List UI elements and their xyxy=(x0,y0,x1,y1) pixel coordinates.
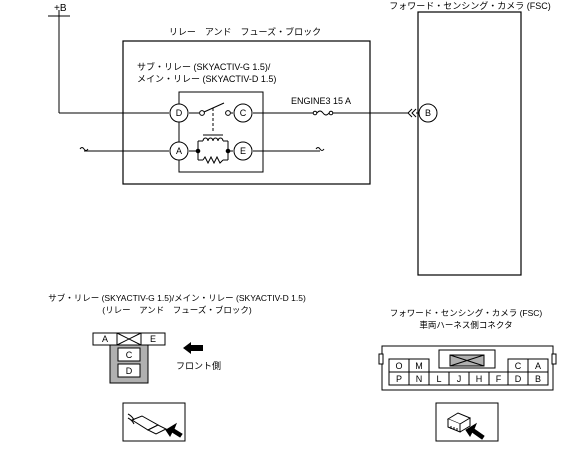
relay-connector-title-line2: (リレー アンド フューズ・ブロック) xyxy=(102,305,252,315)
relay-connector-view: サブ・リレー (SKYACTIV-G 1.5)/メイン・リレー (SKYACTI… xyxy=(48,293,306,442)
connector-mark xyxy=(407,108,417,118)
camera-connector-title-line2: 車両ハーネス側コネクタ xyxy=(419,320,512,330)
camera-cavity-b-label: B xyxy=(535,374,541,384)
pin-c-circle xyxy=(233,103,253,123)
pin-b-label: B xyxy=(425,108,431,118)
front-side-label: フロント側 xyxy=(176,360,221,371)
camera-connector-tab-left xyxy=(378,353,384,365)
relay-cavity-a-label: A xyxy=(102,334,108,344)
fuse-label: ENGINE3 15 A xyxy=(291,96,351,106)
camera-cavity-b xyxy=(527,371,549,386)
relay-inner-box xyxy=(178,91,264,173)
schematic xyxy=(48,10,522,276)
camera-title: フォワード・センシング・カメラ (FSC) xyxy=(389,0,551,11)
pin-a-label: A xyxy=(176,146,182,156)
camera-cavity-c-label: C xyxy=(515,361,522,371)
camera-cavity-d-label: D xyxy=(515,374,522,384)
camera-box-outline xyxy=(417,11,522,276)
relay-cavity-e xyxy=(140,332,166,346)
camera-connector-housing xyxy=(381,345,554,391)
fuse-element xyxy=(316,110,330,116)
block-title: リレー アンド フューズ・ブロック xyxy=(169,26,321,37)
camera-connector-view: フォワード・センシング・カメラ (FSC) 車両ハーネス側コネクタ xyxy=(378,308,557,442)
switch-blade xyxy=(203,102,225,113)
coil-junction-left xyxy=(195,148,201,154)
camera-connector-lock-cross-2 xyxy=(449,354,485,367)
camera-cavity-f-label: F xyxy=(496,374,502,384)
relay-view-direction-icon xyxy=(122,402,186,442)
pin-d-label: D xyxy=(176,108,183,118)
pin-c-label: C xyxy=(240,108,247,118)
front-arrow-icon xyxy=(183,342,203,354)
pin-e-circle xyxy=(233,141,253,161)
relay-connector-title-line1: サブ・リレー (SKYACTIV-G 1.5)/メイン・リレー (SKYACTI… xyxy=(48,293,306,303)
camera-view-direction-icon xyxy=(435,402,499,442)
relay-cavity-c xyxy=(117,347,141,362)
resistor-zigzag xyxy=(202,155,224,165)
coil-windings xyxy=(202,137,224,142)
coil-junction-right xyxy=(225,148,231,154)
wire-squiggle-left xyxy=(79,147,89,151)
fuse-terminal-left xyxy=(312,110,318,116)
relay-cavity-d-label: D xyxy=(126,366,133,376)
switch-contact-left xyxy=(199,110,205,116)
fuse-terminal-right xyxy=(328,110,334,116)
camera-cavity-j-label: J xyxy=(457,374,462,384)
supply-label: +B xyxy=(54,3,67,14)
camera-connector-lock-frame xyxy=(438,349,496,369)
camera-cavity-o-label: O xyxy=(395,361,402,371)
camera-cavity-n-label: N xyxy=(416,374,423,384)
relay-cavity-c-label: C xyxy=(126,350,133,360)
relay-cavity-blank-cross-2 xyxy=(116,332,142,346)
relay-label-line1: サブ・リレー (SKYACTIV-G 1.5)/ xyxy=(137,61,271,72)
camera-connector-title-line1: フォワード・センシング・カメラ (FSC) xyxy=(390,308,543,318)
relay-cavity-e-label: E xyxy=(150,334,156,344)
camera-connector-tab-right xyxy=(551,353,557,365)
pin-e-label: E xyxy=(240,146,246,156)
camera-cavity-l-label: L xyxy=(436,374,441,384)
pin-d-circle xyxy=(169,103,189,123)
schematic-labels: +B リレー アンド フューズ・ブロック フォワード・センシング・カメラ (FS… xyxy=(54,0,551,156)
relay-cavity-d xyxy=(117,363,141,378)
pin-a-circle xyxy=(169,141,189,161)
camera-cavity-p-label: P xyxy=(396,374,402,384)
camera-cavity-a-label: A xyxy=(535,361,541,371)
wire-squiggle-right xyxy=(315,147,325,151)
camera-cavity-h-label: H xyxy=(476,374,483,384)
camera-cavity-m-label: M xyxy=(415,361,423,371)
pin-b-circle xyxy=(418,103,438,123)
relay-label-line2: メイン・リレー (SKYACTIV-D 1.5) xyxy=(137,74,276,84)
switch-contact-right xyxy=(225,110,231,116)
